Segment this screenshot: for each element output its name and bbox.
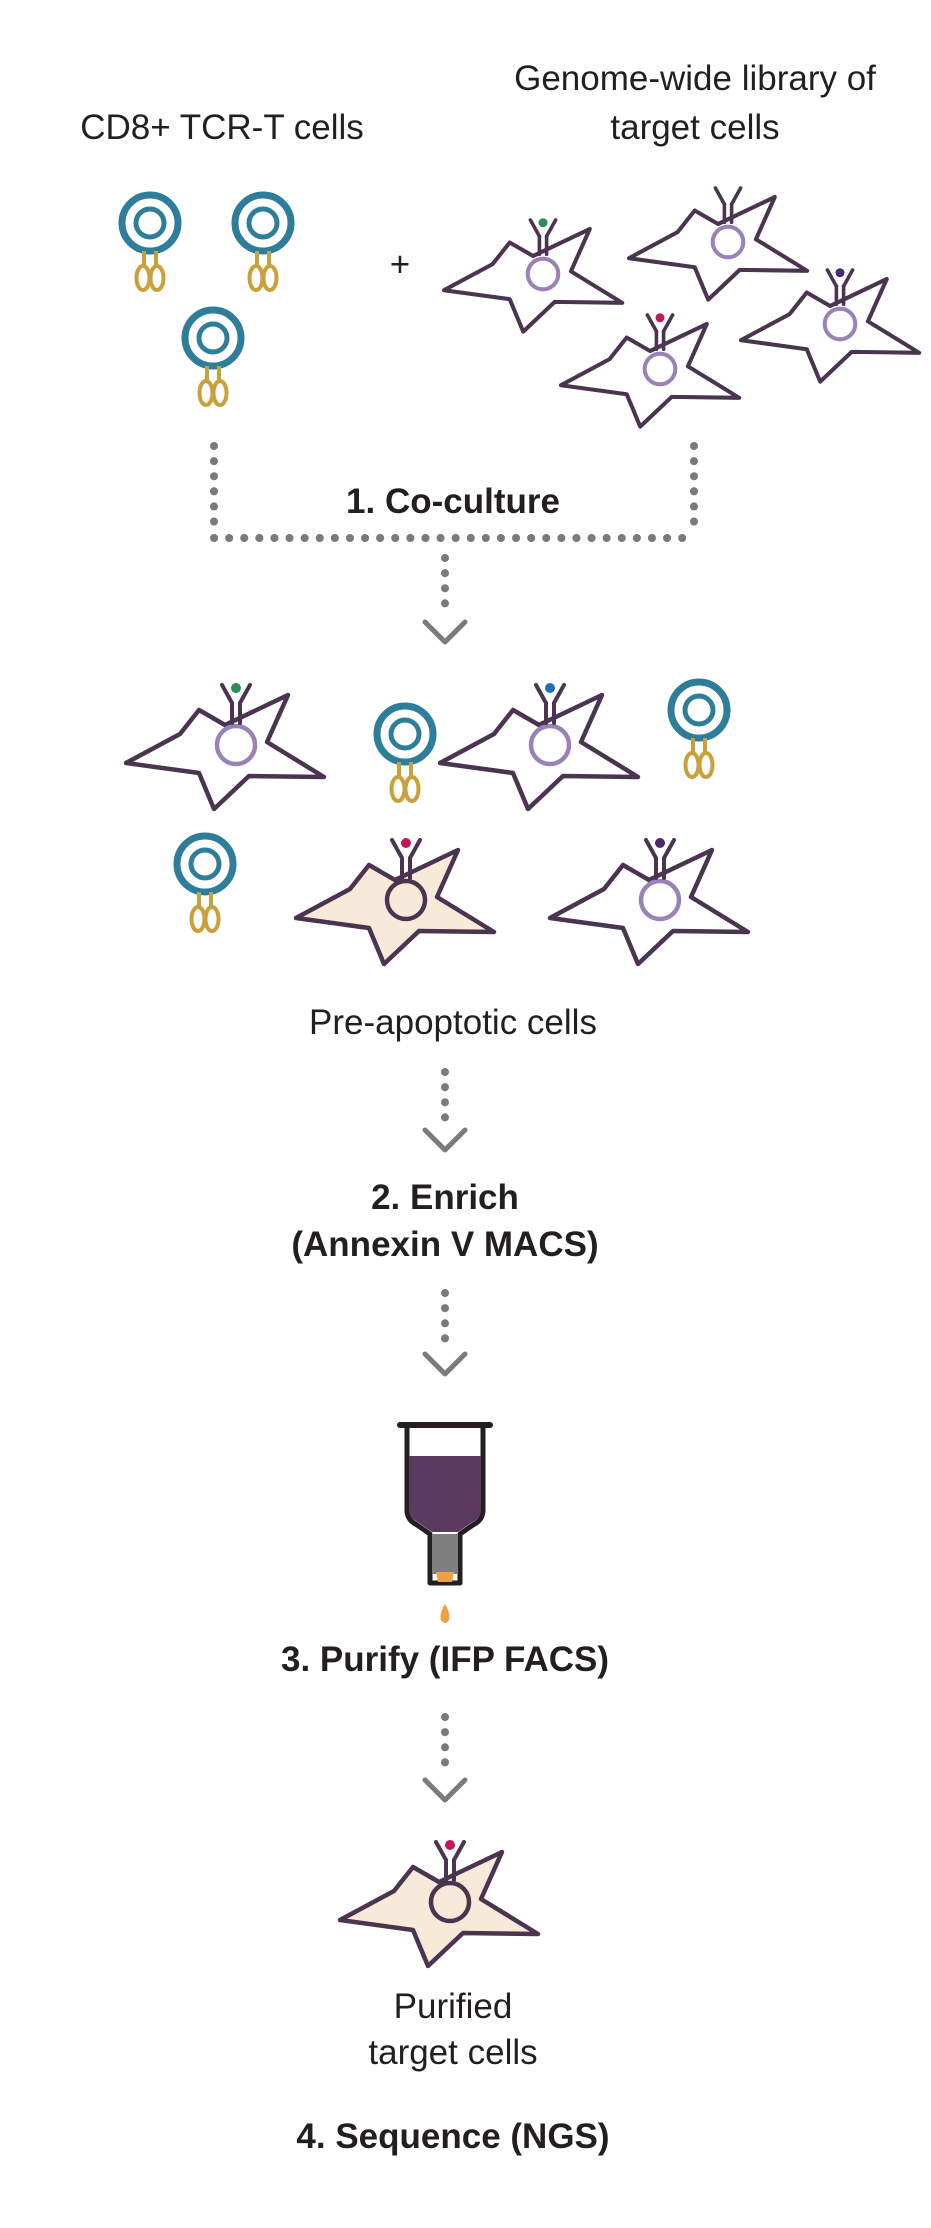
target-cell [741,268,919,381]
apoptotic-target-cell [296,838,494,964]
pre-apoptotic-label: Pre-apoptotic cells [309,1003,597,1042]
tcr-t-cell [177,836,233,931]
target-cell [629,186,807,300]
tcr-t-cell [377,706,433,801]
purified-label-line2: target cells [368,2033,537,2072]
library-label-line1: Genome-wide library of [514,59,876,98]
coculture-result [126,682,748,964]
purified-label-line1: Purified [394,1987,513,2026]
tcr-t-cell [185,310,241,405]
tcr-t-cell-group-top [122,195,291,405]
coculture-bracket [210,442,698,614]
arrow-down-icon [425,622,465,642]
library-label-line2: target cells [610,108,779,147]
step2-label-line1: 2. Enrich [371,1178,519,1217]
target-cell [550,838,748,964]
tcr-t-cell [671,682,727,777]
tcr-cells-label: CD8+ TCR-T cells [80,108,364,147]
target-cell-library-top [444,186,919,427]
target-cell [561,313,739,426]
tcr-t-cell [122,195,178,290]
purified-target-cell [340,1840,538,1966]
arrow-down-icon [425,1780,465,1800]
arrow-down-icon [425,1354,465,1374]
plus-sign: + [390,245,410,284]
target-cell [440,683,638,809]
step4-label: 4. Sequence (NGS) [296,2117,609,2156]
target-cell [126,683,324,809]
drop-icon [440,1604,450,1623]
arrow-down-icon [425,1130,465,1150]
facs-column-icon [397,1422,493,1623]
target-cell [444,218,622,331]
tcr-t-cell [235,195,291,290]
step1-label: 1. Co-culture [346,482,560,521]
step2-label-line2: (Annexin V MACS) [291,1225,598,1264]
step3-label: 3. Purify (IFP FACS) [281,1640,609,1679]
